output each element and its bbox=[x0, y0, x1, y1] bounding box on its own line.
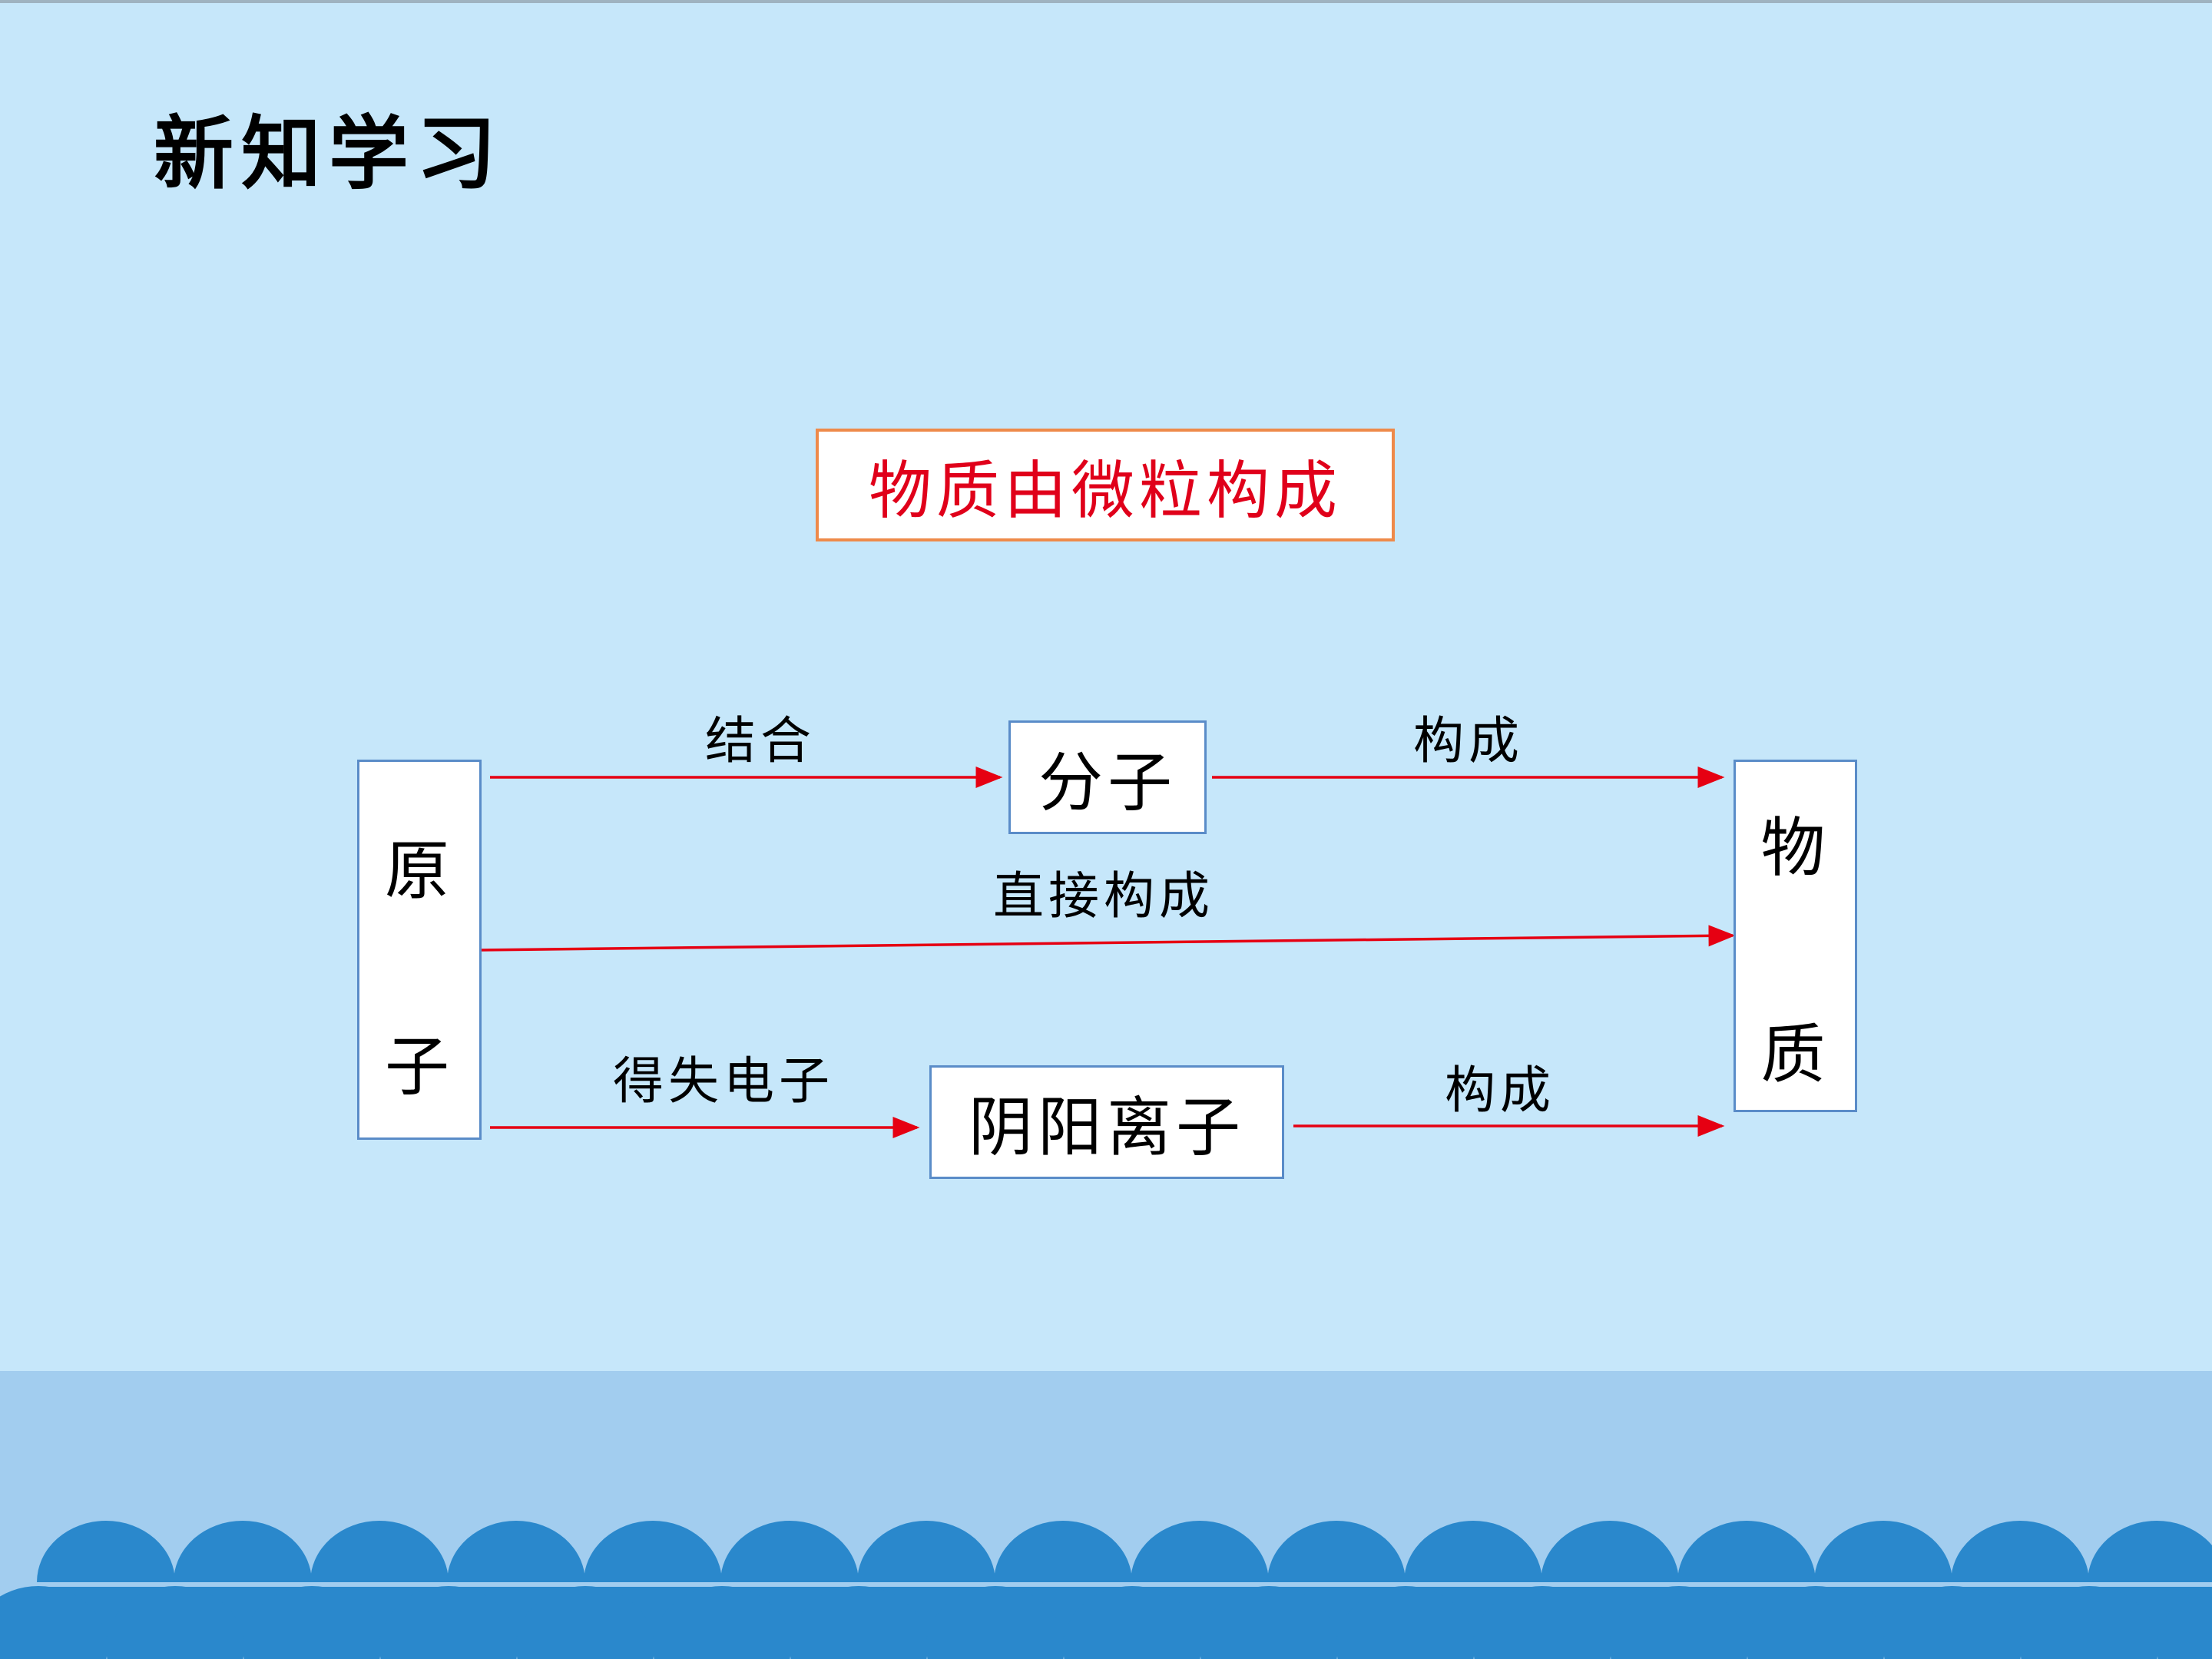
wave-scallop bbox=[106, 1586, 244, 1659]
ion-node: 阴阳离子 bbox=[929, 1065, 1284, 1179]
edge-label-compose-molecule: 构成 bbox=[1413, 711, 1524, 770]
slide-title: 新知学习 bbox=[154, 106, 505, 200]
atom-node: 原 子 bbox=[357, 760, 482, 1140]
wave-scallop bbox=[516, 1586, 654, 1659]
wave-scallop bbox=[926, 1586, 1065, 1659]
edge-label-direct-compose: 直接构成 bbox=[993, 866, 1214, 926]
wave-scallop bbox=[0, 1586, 108, 1659]
wave-scallop bbox=[2157, 1587, 2212, 1659]
wave-scallop bbox=[2020, 1586, 2158, 1659]
wave-scallop bbox=[1336, 1586, 1475, 1659]
main-concept-text: 物质由微粒构成 bbox=[868, 455, 1342, 528]
matter-node: 物 质 bbox=[1734, 760, 1857, 1112]
wave-scallop bbox=[1063, 1586, 1201, 1659]
wave-scallop bbox=[1610, 1586, 1748, 1659]
atom-node-char-2: 子 bbox=[384, 1029, 454, 1104]
wave-scallop bbox=[653, 1586, 791, 1659]
matter-node-char-2: 质 bbox=[1760, 1017, 1830, 1092]
wave-scallop bbox=[243, 1586, 381, 1659]
ion-node-label: 阴阳离子 bbox=[968, 1089, 1245, 1165]
arrow-atom-to-matter bbox=[480, 925, 1736, 952]
wave-scallop bbox=[1473, 1586, 1611, 1659]
slide-top-border bbox=[0, 0, 2212, 3]
edge-label-compose-ion: 构成 bbox=[1445, 1061, 1555, 1120]
main-concept-box: 物质由微粒构成 bbox=[816, 429, 1395, 541]
wave-scallop bbox=[379, 1586, 518, 1659]
molecule-node-label: 分子 bbox=[1038, 744, 1177, 820]
matter-node-char-1: 物 bbox=[1760, 810, 1830, 886]
molecule-node: 分子 bbox=[1008, 720, 1207, 834]
wave-scallop bbox=[1200, 1586, 1338, 1659]
wave-scallop bbox=[790, 1586, 928, 1659]
atom-node-char-1: 原 bbox=[384, 833, 454, 909]
wave-separator bbox=[0, 1582, 2212, 1587]
wave-scallop bbox=[1883, 1586, 2022, 1659]
edge-label-combine: 结合 bbox=[705, 711, 816, 770]
wave-scallop bbox=[1747, 1586, 1885, 1659]
edge-label-gain-lose-electrons: 得失电子 bbox=[613, 1051, 834, 1111]
decorative-waves bbox=[0, 1521, 2212, 1659]
